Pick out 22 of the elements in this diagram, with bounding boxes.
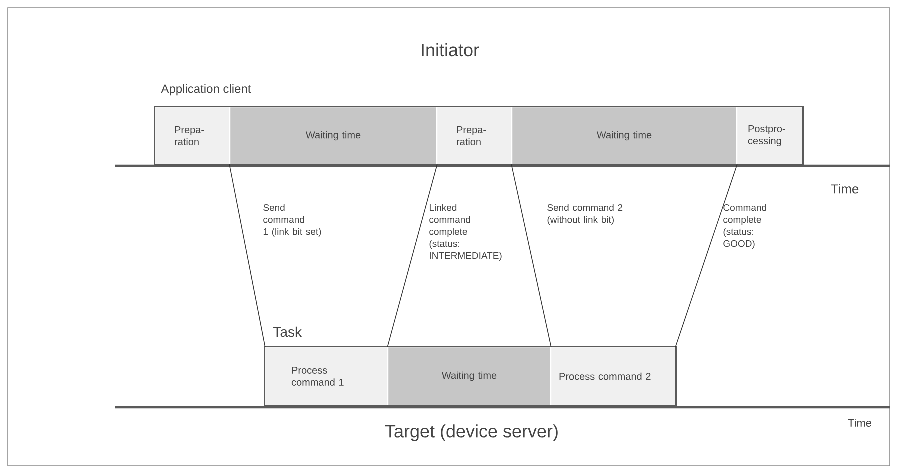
time-segment: Waiting time	[230, 108, 436, 164]
edge-label: Command complete (status: GOOD)	[724, 204, 766, 250]
time-segment: Postpro-cessing	[738, 108, 802, 164]
message-line	[229, 164, 266, 348]
time-segment: Prepa-ration	[156, 108, 230, 164]
time-segment: Process command 2	[552, 348, 676, 406]
edge-label: Send command 1 (link bit set)	[264, 204, 322, 238]
time-segment: Prepa-ration	[438, 108, 512, 164]
message-line	[387, 164, 438, 348]
time-segment: Waiting time	[512, 108, 736, 164]
node-label: Application client	[161, 84, 252, 96]
time-segment: Waiting time	[388, 348, 550, 406]
heading-text: Target (device server)	[385, 424, 558, 442]
heading-text: Time	[831, 184, 859, 194]
node-label: Task	[274, 326, 302, 338]
heading-text: Time	[848, 418, 872, 428]
message-line	[511, 164, 552, 348]
edge-label: Linked command complete (status: INTERMEDIATE)	[430, 204, 502, 262]
message-line	[675, 164, 738, 348]
edge-label: Send command 2 (without link bit)	[548, 204, 623, 226]
heading-text: Initiator	[422, 43, 480, 57]
time-segment: Process command 1	[266, 348, 388, 406]
